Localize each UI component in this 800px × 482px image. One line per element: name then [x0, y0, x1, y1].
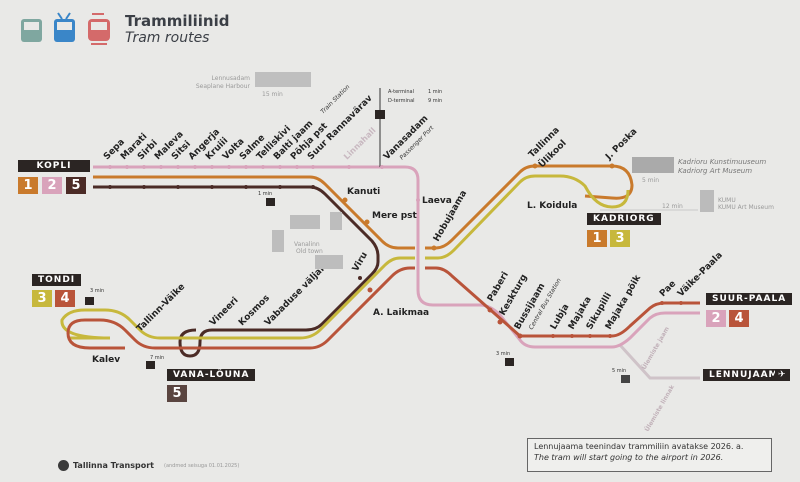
port-d-terminal: D-terminal: [388, 98, 415, 104]
station-ulemiste-linnak: Ülemiste linnak: [644, 383, 677, 433]
notice-english: The tram will start going to the airport…: [534, 453, 724, 462]
notice-estonian: Lennujaama teenindav trammiliin avatakse…: [534, 442, 744, 451]
walk-tondi: 3 min: [90, 288, 104, 294]
port-a-time: 1 min: [428, 89, 442, 95]
line-badge-5[interactable]: 5: [167, 385, 187, 402]
station-laeva: Laeva: [422, 196, 452, 206]
line-badge-2[interactable]: 2: [706, 310, 726, 327]
landmark-kumu-art-museum: KUMU Art Museum: [718, 204, 774, 211]
train-icon: [146, 361, 155, 369]
tallinna-transport-logo-icon: [58, 460, 69, 471]
station-ulemiste-jaam: Ülemiste jaam: [641, 326, 671, 371]
walk-kadriorg-museum: 5 min: [642, 177, 659, 184]
kadriorg-museum-icon: [632, 157, 674, 173]
walk-seaplane: 15 min: [262, 91, 283, 98]
landmark-seaplane-harbour: Seaplane Harbour: [196, 83, 251, 90]
title-english: Tram routes: [125, 30, 210, 46]
terminal-kopli: KOPLI: [18, 160, 90, 172]
station-linnahall: Linnahall: [342, 126, 378, 162]
station-a-laikmaa: A. Laikmaa: [373, 308, 429, 318]
terminal-vana-louna: VANA-LÕUNA: [167, 369, 256, 381]
line-badge-1[interactable]: 1: [587, 230, 607, 247]
line-3: [60, 174, 630, 340]
walk-balti-jaam: 1 min: [258, 191, 272, 197]
station-kalev: Kalev: [92, 355, 120, 365]
footer-date: (andmed seisuga 01.01.2025): [164, 462, 240, 469]
line-4: [66, 266, 700, 350]
bus-icon: [21, 19, 42, 42]
train-icon: [621, 375, 630, 383]
tram-icon: [88, 13, 110, 45]
terminal-suur-paala: SUUR-PAALA: [706, 293, 793, 305]
stop-markers-line-5: [108, 185, 362, 280]
landmark-kadrioru: Kadrioru Kunstimuuseum: [678, 158, 766, 166]
line-badge-3[interactable]: 3: [610, 230, 630, 247]
landmark-old-town: Old town: [296, 248, 323, 255]
terminal-tondi: TONDI: [32, 274, 82, 286]
walk-ulemiste: 5 min: [612, 368, 626, 374]
port-d-time: 9 min: [428, 98, 442, 104]
line-badge-3[interactable]: 3: [32, 290, 52, 307]
stop-markers: [108, 165, 420, 202]
seaplane-harbour-icon: [255, 72, 311, 87]
line-airport-future: [618, 343, 700, 380]
anchor-icon: [375, 110, 385, 119]
station-vaike-paala: Väike-Paala: [676, 250, 725, 299]
station-balti-jaam-en: Train Station: [319, 83, 351, 115]
line-5: [93, 185, 380, 358]
station-mere-pst: Mere pst: [372, 211, 418, 221]
station-vineeri: Vineeri: [208, 296, 241, 329]
stop-markers-line-4: [367, 287, 683, 339]
station-l-koidula: L. Koidula: [527, 201, 577, 211]
train-icon: [266, 198, 275, 206]
landmark-lennusadam: Lennusadam: [212, 75, 251, 82]
trolleybus-icon: [54, 12, 75, 42]
line-badge-2[interactable]: 2: [42, 177, 62, 194]
airport-notice: Lennujaama teenindav trammiliin avatakse…: [527, 438, 772, 472]
line-badge-4[interactable]: 4: [729, 310, 749, 327]
kumu-icon: [700, 190, 714, 212]
train-icon: [85, 297, 94, 305]
walk-tallinn-vaike: 7 min: [150, 355, 164, 361]
landmark-kumu: KUMU: [718, 197, 736, 204]
station-viru: Viru: [351, 251, 370, 274]
terminal-kadriorg: KADRIORG: [587, 213, 661, 225]
walk-bussijaam: 3 min: [496, 351, 510, 357]
title-estonian: Trammiliinid: [125, 12, 230, 30]
bus-station-icon: [505, 358, 514, 366]
station-vabaduse-valjak: Vabaduse väljak: [263, 262, 329, 328]
stop-markers-line-1: [342, 163, 615, 251]
port-a-terminal: A-terminal: [388, 89, 414, 95]
map-title: Trammiliinid Tram routes: [125, 12, 230, 46]
old-town-icon: [272, 212, 343, 269]
station-tallinn-vaike: Tallinn-Väike: [135, 282, 187, 334]
landmark-vanalinn: Vanalinn: [294, 241, 320, 248]
transport-mode-icons: [21, 12, 110, 45]
walk-kumu: 12 min: [662, 203, 683, 210]
station-kanuti: Kanuti: [347, 187, 380, 197]
landmark-kadriorg-art-museum: Kadriorg Art Museum: [678, 167, 752, 175]
line-badge-1[interactable]: 1: [18, 177, 38, 194]
station-pae: Pae: [658, 279, 678, 299]
line-badge-5[interactable]: 5: [66, 177, 86, 194]
footer: Tallinna Transport (andmed seisuga 01.01…: [58, 460, 239, 471]
line-badge-4[interactable]: 4: [55, 290, 75, 307]
airplane-icon: ✈: [775, 369, 790, 381]
footer-brand: Tallinna Transport: [73, 461, 154, 470]
terminal-lennujaam: LENNUJAAM: [703, 369, 785, 381]
